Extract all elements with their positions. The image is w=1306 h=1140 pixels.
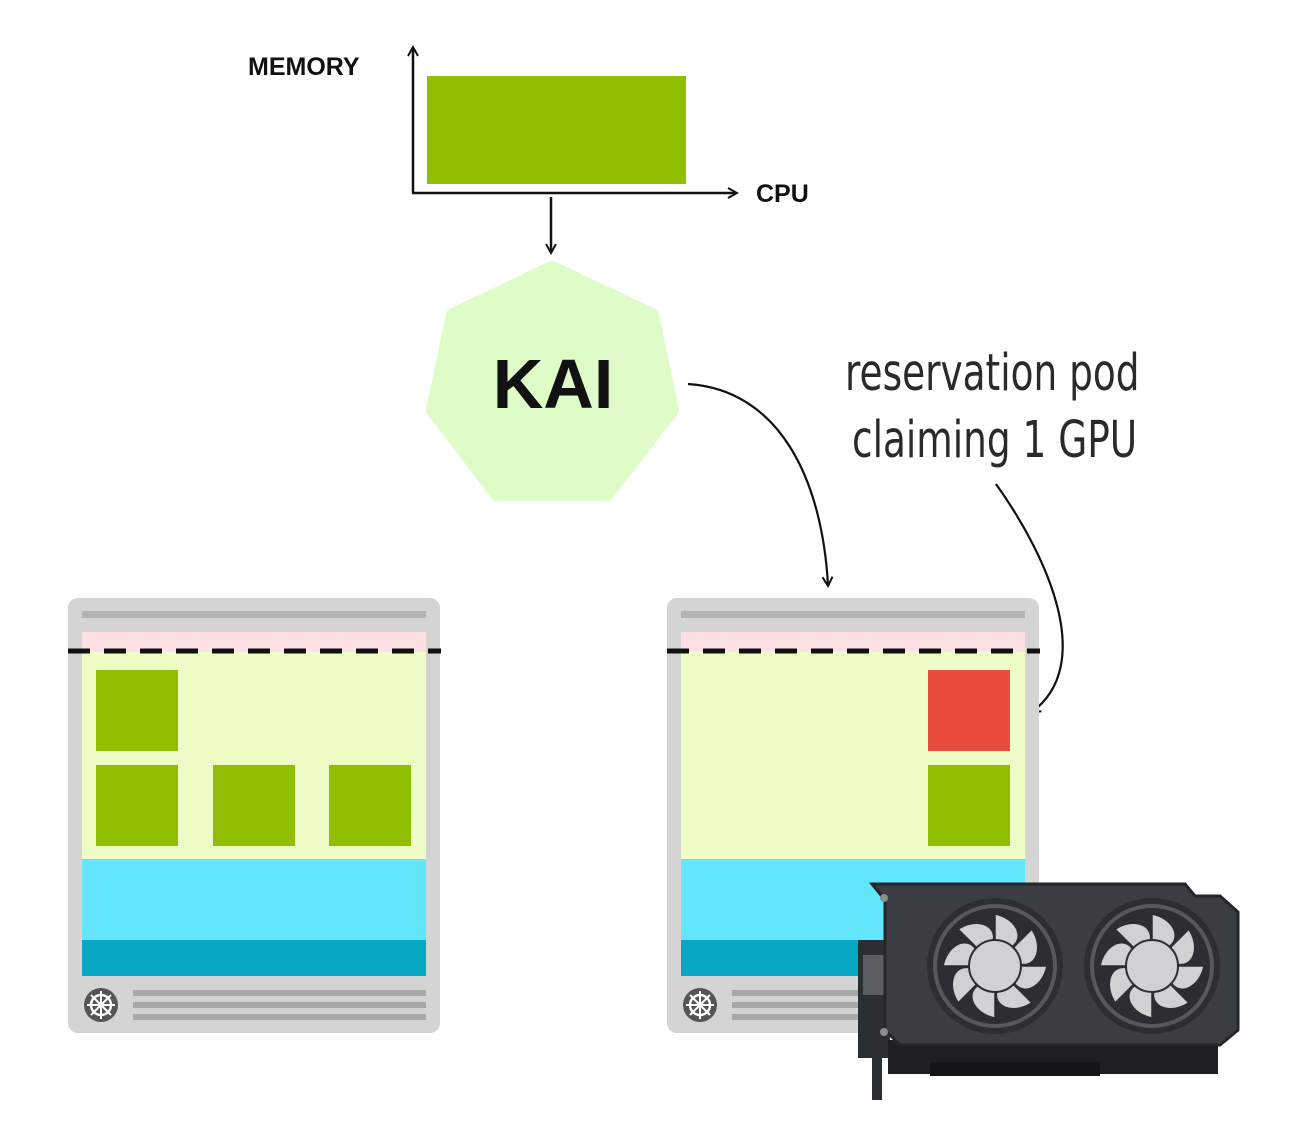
gpu-pcie-contacts	[930, 1062, 1100, 1076]
reservation-annotation: reservation pod claiming 1 GPU	[845, 345, 1140, 470]
system-base-band	[82, 940, 426, 976]
cpu-axis-label: CPU	[756, 180, 809, 208]
kai-scheduler: KAI	[426, 261, 679, 501]
reservation-pod-block	[928, 670, 1010, 751]
gpu-fan-left	[927, 898, 1063, 1034]
pod-block	[928, 765, 1010, 846]
annotation-line-1: reservation pod	[845, 345, 1140, 403]
pod-block	[96, 670, 178, 751]
gpu-bracket-port	[863, 955, 885, 995]
footer-line	[133, 990, 426, 996]
pod-block	[96, 765, 178, 846]
footer-line	[133, 1002, 426, 1008]
pod-block	[329, 765, 411, 846]
node-header-bar	[681, 611, 1025, 618]
kai-label: KAI	[493, 345, 614, 423]
annotation-line-2: claiming 1 GPU	[852, 412, 1137, 470]
requested-resources-block	[427, 76, 686, 184]
pending-zone	[82, 632, 426, 652]
gpu-bracket-tab	[872, 1058, 882, 1100]
annotation-curve-arrow	[995, 483, 1064, 712]
gpu-fan-right	[1084, 898, 1220, 1034]
node-header-bar	[82, 611, 426, 618]
kubernetes-helm-icon	[84, 988, 118, 1022]
gpu-card-icon	[858, 882, 1240, 1100]
resource-request-chart: MEMORY CPU	[248, 48, 809, 252]
pending-zone	[681, 632, 1025, 652]
kai-heptagon-shape	[426, 261, 679, 501]
memory-axis-label: MEMORY	[248, 53, 360, 81]
schedule-curve-arrow	[687, 382, 828, 585]
node-left	[68, 598, 441, 1033]
footer-line	[133, 1014, 426, 1020]
pod-block	[213, 765, 295, 846]
system-reserved-band	[82, 859, 426, 940]
kubernetes-helm-icon	[683, 988, 717, 1022]
